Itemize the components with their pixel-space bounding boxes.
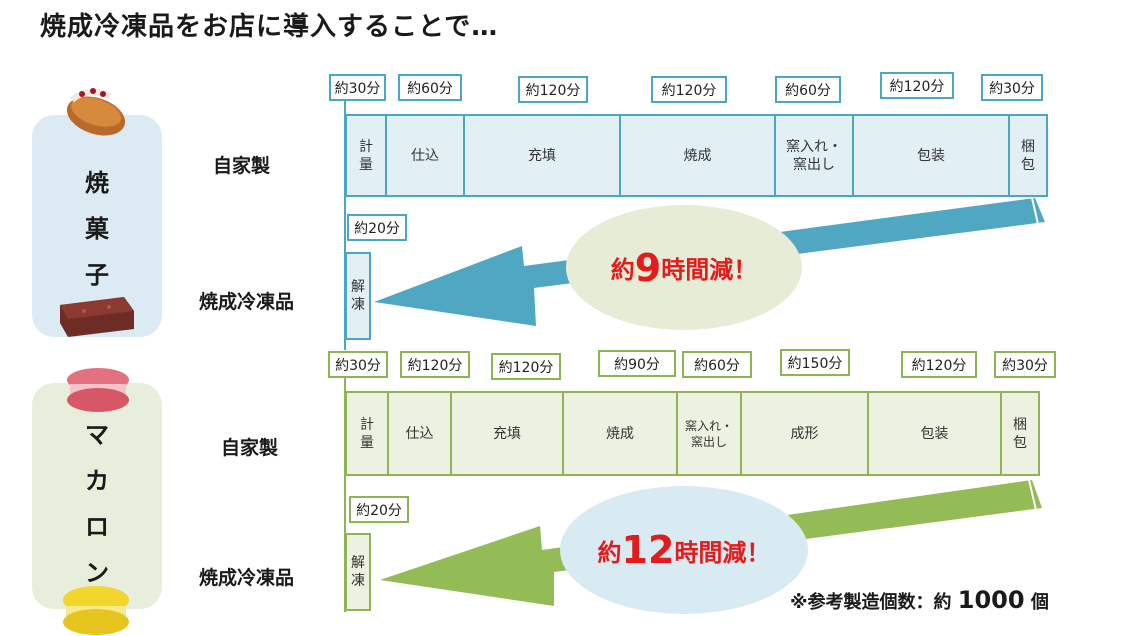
homemade-process-bar: 計 量 仕込 充填 焼成 窯入れ・ 窯出し 成形 包装 梱 包	[345, 391, 1040, 476]
pink-macaron-image	[67, 368, 129, 412]
step-thaw: 解 凍	[351, 279, 365, 313]
macaron-panel	[32, 383, 162, 609]
time-tag: 約60分	[398, 74, 462, 101]
time-tag: 約20分	[347, 214, 407, 241]
time-tag: 約60分	[775, 76, 841, 103]
madeleine-image	[66, 88, 126, 136]
step-prep: 仕込	[389, 393, 452, 474]
step-packaging: 包装	[854, 116, 1010, 195]
time-tag: 約120分	[880, 72, 954, 99]
time-tag: 約120分	[491, 353, 561, 380]
step-filling: 充填	[452, 393, 564, 474]
step-baking: 焼成	[564, 393, 678, 474]
time-tag: 約60分	[682, 351, 752, 378]
step-thaw: 解 凍	[351, 555, 365, 589]
baked-goods-panel	[32, 115, 162, 337]
brownie-image	[60, 297, 134, 337]
step-shaping: 成形	[742, 393, 869, 474]
step-prep: 仕込	[387, 116, 465, 195]
step-oven: 窯入れ・ 窯出し	[678, 393, 742, 474]
time-tag: 約30分	[994, 351, 1056, 378]
yellow-macaron-image	[63, 586, 129, 635]
row-label-frozen: 焼成冷凍品	[199, 291, 295, 313]
time-tag: 約150分	[780, 349, 850, 376]
time-tag: 約120分	[400, 351, 470, 378]
step-oven: 窯入れ・ 窯出し	[776, 116, 854, 195]
row-label-homemade: 自家製	[213, 155, 271, 177]
frozen-process-bar: 解 凍	[345, 533, 371, 611]
row-label-frozen: 焼成冷凍品	[199, 567, 295, 589]
step-measure: 計 量	[347, 393, 389, 474]
step-filling: 充填	[465, 116, 621, 195]
time-tag: 約20分	[349, 496, 409, 523]
step-boxing: 梱 包	[1013, 416, 1027, 451]
row-label-homemade: 自家製	[221, 437, 279, 459]
timeline-stem	[344, 100, 346, 350]
time-tag: 約120分	[651, 76, 727, 103]
production-quantity-note: ※参考製造個数：約 1000 個	[790, 586, 1049, 614]
timeline-stem	[344, 376, 346, 612]
time-tag: 約30分	[981, 74, 1043, 101]
baked-goods-label: 焼 菓 子	[85, 169, 109, 289]
time-tag: 約30分	[329, 74, 386, 101]
step-measure: 計 量	[347, 116, 387, 195]
time-tag: 約30分	[328, 351, 388, 378]
step-baking: 焼成	[621, 116, 776, 195]
step-boxing: 梱 包	[1021, 138, 1035, 173]
step-packaging: 包装	[869, 393, 1002, 474]
time-tag: 約120分	[518, 76, 588, 103]
time-tag: 約120分	[901, 351, 977, 378]
time-tag: 約90分	[598, 350, 676, 377]
macaron-label: マ カ ロ ン	[85, 421, 109, 587]
frozen-process-bar: 解 凍	[345, 252, 371, 340]
page-title: 焼成冷凍品をお店に導入することで…	[40, 12, 499, 42]
homemade-process-bar: 計 量 仕込 充填 焼成 窯入れ・ 窯出し 包装 梱 包	[345, 114, 1048, 197]
